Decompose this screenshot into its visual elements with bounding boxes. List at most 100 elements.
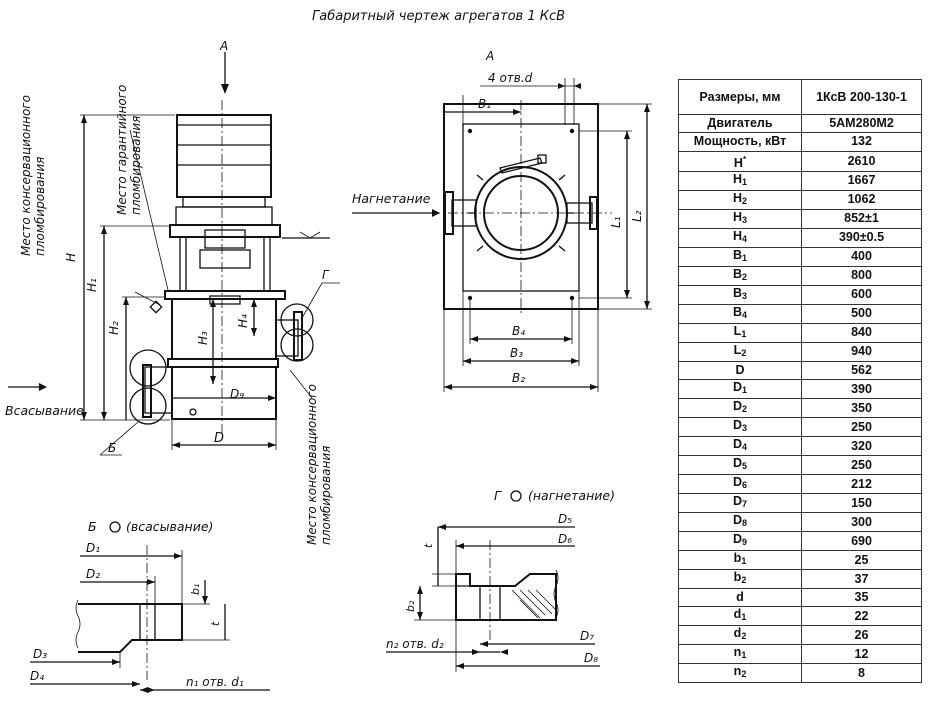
dim-d8: D₈ — [584, 651, 598, 665]
discharge-label: Нагнетание — [352, 191, 431, 206]
dim-l2: L₂ — [630, 210, 644, 222]
spec-key: D6 — [678, 474, 802, 495]
spec-key: B2 — [678, 265, 802, 286]
dim-d7: D₇ — [580, 629, 594, 643]
detail-circle-g-bottom — [280, 328, 314, 362]
spec-value: 22 — [801, 606, 922, 627]
spec-value: 26 — [801, 625, 922, 646]
seal-warranty: Место гарантийного пломбирования — [115, 81, 143, 215]
spec-value: 800 — [801, 265, 922, 286]
view-a2-label: A — [485, 49, 494, 63]
spec-value: 150 — [801, 493, 922, 514]
detail-g-letter: Г — [494, 488, 502, 503]
detail-g-caption: (нагнетание) — [528, 488, 615, 503]
spec-key: D5 — [678, 455, 802, 476]
spec-value: 212 — [801, 474, 922, 495]
dim-b2-small: b₂ — [404, 600, 417, 612]
suction-label: Всасывание — [5, 403, 84, 418]
dim-h2: H₂ — [107, 321, 121, 335]
dim-h1: H₁ — [85, 278, 99, 292]
dim-d1: D₁ — [86, 541, 100, 555]
spec-key: B4 — [678, 303, 802, 324]
spec-value: 390 — [801, 379, 922, 400]
mark-b: Б — [108, 441, 116, 455]
spec-key: L1 — [678, 322, 802, 343]
spec-key: D4 — [678, 436, 802, 457]
holes-n2-label: n₂ отв. d₂ — [386, 637, 444, 651]
spec-value: 132 — [801, 132, 922, 152]
spec-key: B1 — [678, 246, 802, 267]
spec-key: D3 — [678, 417, 802, 438]
seal-conservation-bottom: Место консервационного пломбирования — [305, 380, 333, 545]
motor-body — [176, 114, 272, 198]
spec-value: 25 — [801, 550, 922, 571]
spec-value: 940 — [801, 341, 922, 362]
spec-key: H4 — [678, 227, 802, 248]
spec-value: 300 — [801, 512, 922, 533]
dim-d: D — [214, 431, 224, 446]
dim-d4: D₄ — [30, 669, 44, 683]
spec-key: Мощность, кВт — [678, 132, 802, 152]
spec-key: d2 — [678, 625, 802, 646]
dim-b1: B₁ — [478, 97, 491, 111]
spec-key: D8 — [678, 512, 802, 533]
spec-key: H2 — [678, 189, 802, 210]
spec-header-key: Размеры, мм — [678, 79, 802, 115]
spec-key: D1 — [678, 379, 802, 400]
baseplate — [443, 103, 599, 310]
spec-value: 2610 — [801, 150, 922, 172]
spec-value: 1062 — [801, 189, 922, 210]
spec-key: d1 — [678, 606, 802, 627]
spec-key: d — [678, 588, 802, 608]
spec-key: b1 — [678, 550, 802, 571]
dim-b3: B₃ — [510, 346, 523, 360]
spec-key: D7 — [678, 493, 802, 514]
detail-b-caption: (всасывание) — [126, 519, 213, 534]
view-a-label: A — [219, 39, 228, 53]
spec-key: D2 — [678, 398, 802, 419]
spec-value: 400 — [801, 246, 922, 267]
seal-conservation-left: Место консервационного пломбирования — [19, 91, 47, 256]
spec-value: 852±1 — [801, 208, 922, 229]
spec-value: 1667 — [801, 170, 922, 191]
mark-g: Г — [322, 268, 330, 282]
spec-header-row: Размеры, мм 1КсВ 200-130-1 — [678, 79, 922, 115]
dim-b2: B₂ — [512, 371, 525, 385]
dim-t-b: t — [209, 621, 222, 626]
dim-d5: D₅ — [558, 512, 572, 526]
detail-circle-g-top — [280, 303, 314, 337]
dim-t-g: t — [422, 543, 435, 548]
spec-header-model: 1КсВ 200-130-1 — [801, 79, 922, 115]
dim-d9: D₉ — [230, 387, 244, 401]
detail-b-letter: Б — [88, 519, 97, 534]
spec-value: 250 — [801, 417, 922, 438]
top-view-a: A 4 отв.d Нагнетание B₁ — [352, 49, 652, 392]
spec-value: 35 — [801, 588, 922, 608]
spec-key: H1 — [678, 170, 802, 191]
spec-key: D9 — [678, 531, 802, 552]
